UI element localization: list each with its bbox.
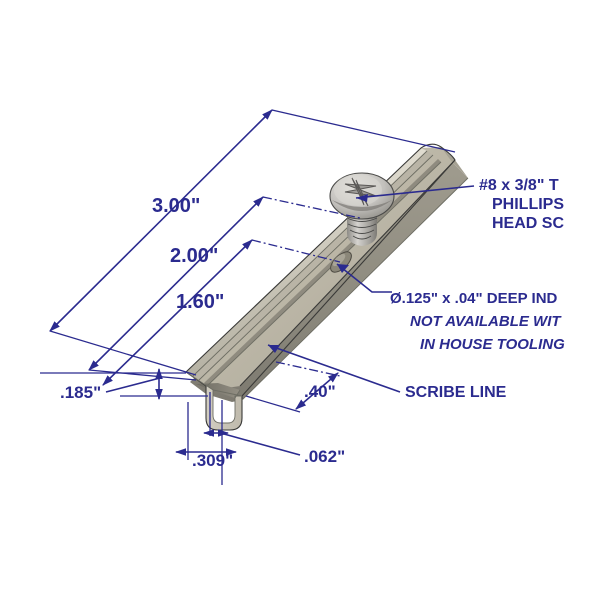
phillips-pan-head-screw [329,172,395,246]
part-far-end-cap [441,147,468,178]
dim-062-leader [223,433,301,456]
note-screw-line-2: PHILLIPS [492,196,564,213]
note-indent-line-3: IN HOUSE TOOLING [420,336,565,353]
note-scribe-line: SCRIBE LINE [405,384,507,401]
dim-3.00-ext-near [49,330,197,376]
screw-head-underside [332,200,392,211]
part-top-bevel [186,148,427,376]
note-indent-line-2: NOT AVAILABLE WIT [410,313,562,330]
callout-notes: #8 x 3/8" T PHILLIPS HEAD SC Ø.125" x .0… [390,177,565,401]
part-end-cap-cross-section [186,372,242,430]
indentation-inner [332,253,346,267]
dim-1.60-line [102,239,253,386]
dim-label-material-thickness: .062" [304,447,345,466]
screw-note-arrow [356,194,368,202]
dim-label-indent-location: 1.60" [176,291,224,313]
note-indent-line-1: Ø.125" x .04" DEEP IND [390,290,558,307]
part-edge-open-end [234,389,241,399]
dimension-labels: 3.00" 2.00" 1.60" .185" .309" .062" .40" [60,195,345,470]
dim-40-centerline-upper [275,361,341,377]
dim-185-leader [105,377,161,393]
indent-note-leader [336,263,392,293]
dim-label-channel-inner-width: .309" [192,451,233,470]
dim-label-length-overall: 3.00" [152,195,200,217]
part-edge-bevel-2 [198,154,434,381]
indent-note-arrow [337,264,349,273]
scribe-note-leader [267,344,401,393]
scribe-note-arrow [268,345,280,353]
part-edge-scribe-lower [206,161,442,387]
note-screw-line-1: #8 x 3/8" T [479,177,559,194]
note-screw-line-3: HEAD SC [492,215,564,232]
dim-3.00-ext-far [271,109,456,153]
dim-40-line [295,372,339,410]
dim-label-scribe-offset: .40" [304,382,336,401]
dim-40-ext-lower [245,395,301,413]
dim-label-screw-hole-location: 2.00" [170,245,218,267]
dim-2.00-ext-near [88,369,197,381]
dim-label-channel-height: .185" [60,383,101,402]
dimension-lines [40,109,475,485]
dim-1.60-centerline [251,239,341,263]
part-outline-inner-u [212,390,242,424]
screw-note-leader [355,185,475,199]
part-top-bevel-2 [193,151,433,380]
